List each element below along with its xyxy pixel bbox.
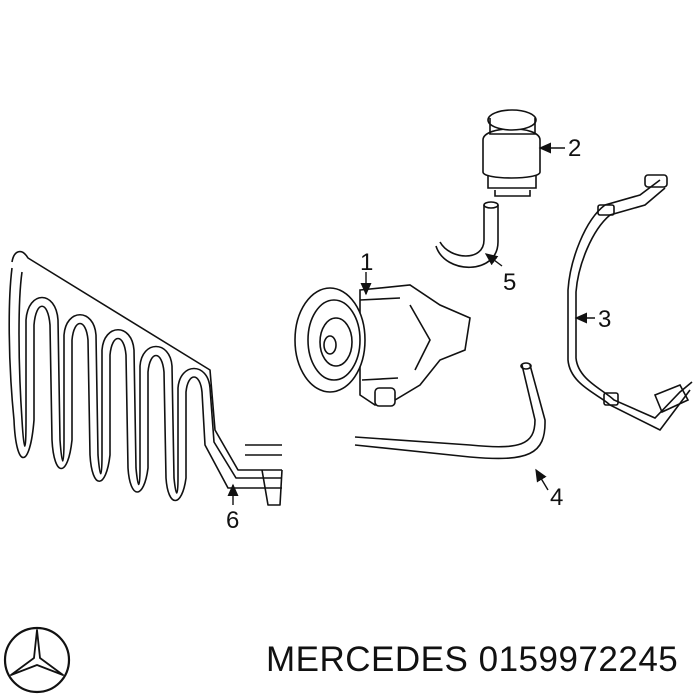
power-steering-pump-part-1 — [294, 284, 471, 407]
pressure-line-part-3 — [567, 174, 693, 432]
footer-caption: MERCEDES 0159972245 — [266, 640, 678, 680]
brand-name: MERCEDES — [266, 640, 469, 679]
callout-2: 2 — [568, 135, 581, 162]
reservoir-part-2 — [482, 109, 541, 197]
cooler-loop-part-6 — [8, 250, 283, 506]
mercedes-star-icon — [3, 626, 71, 694]
callout-leaders — [227, 142, 595, 505]
callout-4: 4 — [550, 484, 563, 511]
callout-1: 1 — [360, 249, 373, 276]
short-hose-part-5 — [435, 201, 499, 268]
callout-3: 3 — [598, 306, 611, 333]
return-hose-part-4 — [354, 362, 546, 460]
part-number: 0159972245 — [478, 640, 679, 679]
callout-6: 6 — [226, 507, 239, 534]
callout-5: 5 — [503, 269, 516, 296]
